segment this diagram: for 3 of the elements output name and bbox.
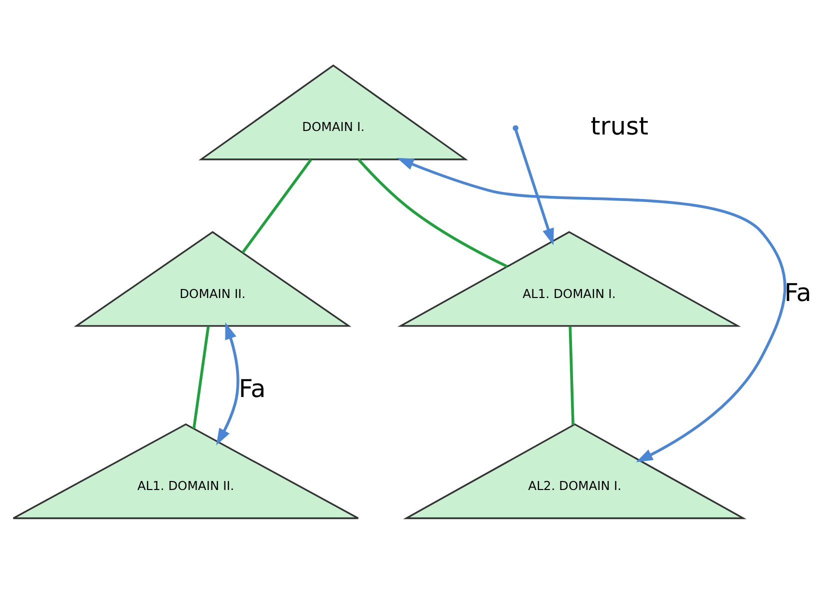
edge-label: Fa bbox=[238, 374, 266, 404]
edge-label: Fa bbox=[784, 278, 812, 307]
label: trust bbox=[590, 111, 648, 140]
